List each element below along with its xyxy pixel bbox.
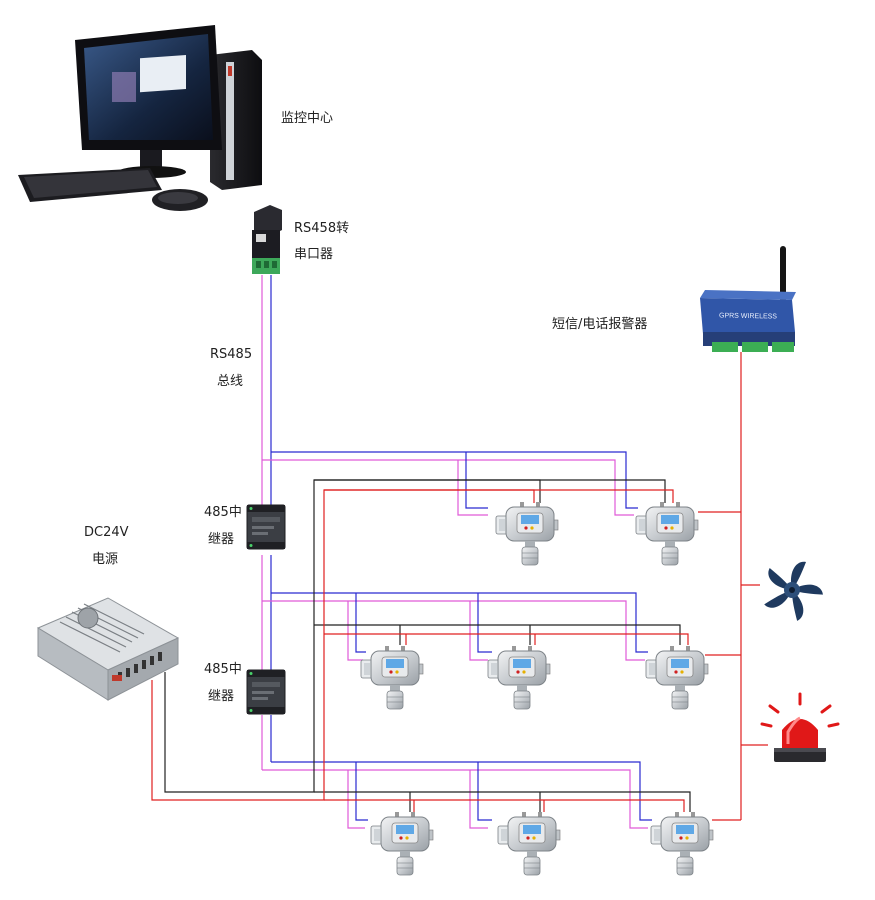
gas-detector-icon bbox=[360, 645, 424, 710]
bus-label-line2: 总线 bbox=[217, 374, 243, 389]
repeater-1-label-line2: 继器 bbox=[208, 532, 234, 547]
repeater-2-label-line1: 485中 bbox=[204, 662, 242, 677]
gas-detector-icon bbox=[645, 645, 709, 710]
gas-detector-icon bbox=[370, 811, 434, 876]
detector-row-2 bbox=[360, 645, 709, 710]
gas-detector-icon bbox=[650, 811, 714, 876]
converter-label-line1: RS458转 bbox=[294, 221, 349, 236]
fan-icon bbox=[764, 561, 823, 621]
converter-icon bbox=[252, 205, 282, 274]
computer-icon bbox=[18, 25, 262, 211]
alarm-module-brand: GPRS WIRELESS bbox=[719, 312, 777, 320]
repeater-1-icon bbox=[246, 504, 286, 550]
repeater-2-icon bbox=[246, 669, 286, 715]
gas-detector-icon bbox=[635, 501, 699, 566]
power-label-line1: DC24V bbox=[84, 525, 129, 540]
siren-icon bbox=[760, 692, 840, 762]
power-supply-icon bbox=[36, 597, 180, 701]
bus-label-line1: RS485 bbox=[210, 347, 252, 362]
detector-row-1 bbox=[495, 501, 699, 566]
gas-detector-icon bbox=[487, 645, 551, 710]
monitor-center-label: 监控中心 bbox=[281, 111, 333, 126]
wiring bbox=[151, 275, 768, 829]
converter-label-line2: 串口器 bbox=[294, 247, 333, 262]
repeater-2-label-line2: 继器 bbox=[208, 689, 234, 704]
gas-detector-icon bbox=[497, 811, 561, 876]
repeater-1-label-line1: 485中 bbox=[204, 505, 242, 520]
alarm-module-label: 短信/电话报警器 bbox=[552, 316, 647, 332]
gas-detector-icon bbox=[495, 501, 559, 566]
detector-row-3 bbox=[370, 811, 714, 876]
power-label-line2: 电源 bbox=[92, 552, 118, 567]
alarm-module-icon: GPRS WIRELESS bbox=[700, 246, 796, 352]
